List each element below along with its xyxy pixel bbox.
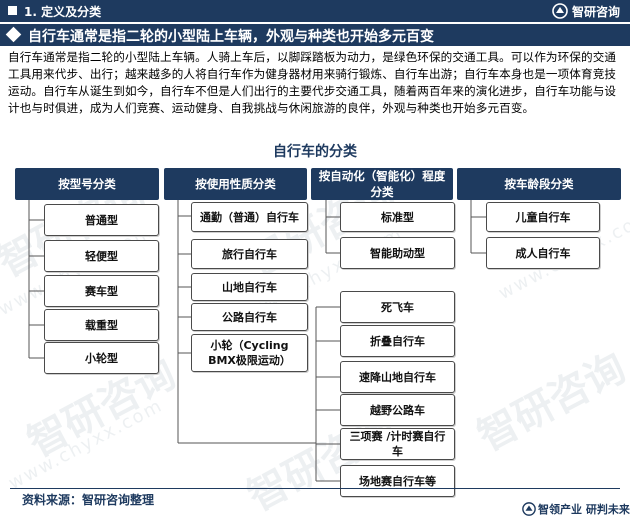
category-header-automation: 按自动化（智能化）程度分类 (311, 168, 453, 200)
special-type-node: 折叠自行车 (340, 325, 455, 357)
usage-type-node: 小轮（Cycling BMX极限运动） (191, 334, 308, 372)
brand-logo-icon (552, 3, 568, 19)
category-header-usage: 按使用性质分类 (164, 168, 307, 200)
headline-banner: 自行车通常是指二轮的小型陆上车辆，外观与种类也开始多元百变 (0, 24, 630, 46)
source-note: 资料来源：智研咨询整理 (22, 493, 155, 507)
usage-type-node: 旅行自行车 (191, 239, 308, 269)
automation-type-node: 标准型 (340, 202, 455, 232)
category-header-model: 按型号分类 (15, 168, 159, 200)
age-type-node: 儿童自行车 (486, 202, 600, 232)
section-title: 1. 定义及分类 (24, 5, 102, 19)
model-type-node: 轻便型 (44, 240, 159, 272)
intro-paragraph: 自行车通常是指二轮的小型陆上车辆。人骑上车后，以脚踩踏板为动力，是绿色环保的交通… (8, 50, 617, 115)
section-square-icon (8, 6, 17, 15)
footer-logo-icon (522, 502, 536, 516)
special-type-node: 速降山地自行车 (340, 361, 455, 393)
special-type-node: 越野公路车 (340, 394, 455, 426)
special-type-node: 死飞车 (340, 291, 455, 323)
category-header-age: 按车龄段分类 (457, 168, 621, 200)
model-type-node: 小轮型 (44, 342, 159, 374)
age-type-node: 成人自行车 (486, 237, 600, 269)
model-type-node: 赛车型 (44, 275, 159, 307)
usage-type-node: 通勤（普通）自行车 (191, 202, 308, 232)
diagram-title: 自行车的分类 (273, 144, 357, 160)
special-type-node: 三项赛 /计时赛自行车 (340, 428, 455, 460)
footer-divider (10, 488, 620, 489)
brand-name: 智研咨询 (572, 5, 621, 19)
model-type-node: 普通型 (44, 204, 159, 236)
headline-text: 自行车通常是指二轮的小型陆上车辆，外观与种类也开始多元百变 (28, 29, 434, 45)
usage-type-node: 公路自行车 (191, 303, 308, 331)
special-type-node: 场地赛自行车等 (340, 465, 455, 497)
footer-slogan: 智领产业 研判未来 (538, 503, 630, 516)
section-header-bar: 1. 定义及分类 智研咨询 (0, 0, 630, 22)
usage-type-node: 山地自行车 (191, 273, 308, 301)
model-type-node: 载重型 (44, 309, 159, 341)
automation-type-node: 智能助动型 (340, 237, 455, 269)
